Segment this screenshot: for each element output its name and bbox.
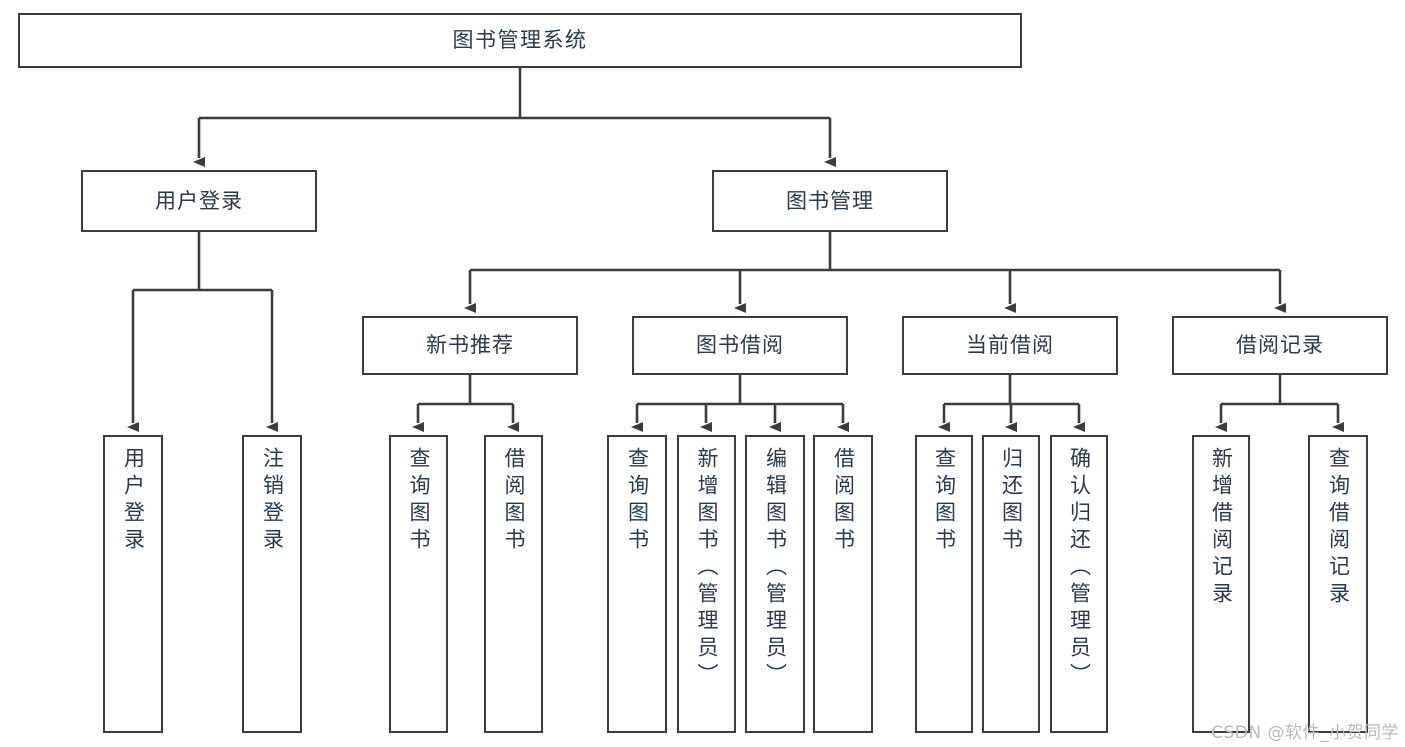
node-book-management[interactable]: 图书管理 — [712, 170, 948, 232]
node-label: 借阅记录 — [1236, 333, 1324, 358]
node-label: 查询借阅记录 — [1326, 447, 1351, 609]
node-borrow-record[interactable]: 借阅记录 — [1172, 316, 1388, 375]
leaf-user-login-signout[interactable]: 注销登录 — [242, 435, 302, 733]
node-label: 查询图书 — [625, 447, 650, 555]
node-label: 归还图书 — [999, 447, 1024, 555]
node-label: 查询图书 — [932, 447, 957, 555]
node-label: 借阅图书 — [502, 447, 526, 555]
leaf-borrow-query-book[interactable]: 查询图书 — [607, 435, 667, 733]
node-book-borrow[interactable]: 图书借阅 — [632, 316, 848, 375]
leaf-record-add-record[interactable]: 新增借阅记录 — [1192, 435, 1250, 733]
node-label: 图书管理系统 — [452, 28, 588, 53]
node-label: 用户登录 — [121, 447, 146, 555]
leaf-borrow-add-book-admin[interactable]: 新增图书（管理员） — [677, 435, 736, 733]
node-label: 编辑图书（管理员） — [763, 447, 788, 690]
leaf-borrow-borrow-book[interactable]: 借阅图书 — [813, 435, 873, 733]
node-current-borrow[interactable]: 当前借阅 — [902, 316, 1118, 375]
node-label: 新增借阅记录 — [1209, 447, 1234, 609]
node-label: 注销登录 — [260, 447, 285, 555]
leaf-user-login-signin[interactable]: 用户登录 — [103, 435, 163, 733]
node-user-login[interactable]: 用户登录 — [81, 170, 317, 232]
leaf-current-confirm-return-admin[interactable]: 确认归还（管理员） — [1050, 435, 1108, 733]
leaf-recommend-query-book[interactable]: 查询图书 — [389, 435, 448, 733]
node-root-book-management-system[interactable]: 图书管理系统 — [18, 13, 1022, 68]
node-new-book-recommend[interactable]: 新书推荐 — [362, 316, 578, 375]
leaf-current-return-book[interactable]: 归还图书 — [982, 435, 1040, 733]
node-label: 用户登录 — [155, 188, 243, 213]
csdn-watermark: CSDN @软件_小贺同学 — [1211, 723, 1399, 743]
node-label: 图书管理 — [786, 188, 874, 213]
leaf-recommend-borrow-book[interactable]: 借阅图书 — [484, 435, 543, 733]
node-label: 查询图书 — [407, 447, 431, 555]
leaf-borrow-edit-book-admin[interactable]: 编辑图书（管理员） — [745, 435, 805, 733]
node-label: 图书借阅 — [696, 333, 784, 358]
node-label: 确认归还（管理员） — [1067, 447, 1092, 690]
node-label: 借阅图书 — [831, 447, 856, 555]
node-label: 当前借阅 — [966, 333, 1054, 358]
node-label: 新增图书（管理员） — [695, 447, 719, 690]
leaf-record-query-record[interactable]: 查询借阅记录 — [1308, 435, 1368, 733]
node-label: 新书推荐 — [426, 333, 514, 358]
leaf-current-query-book[interactable]: 查询图书 — [915, 435, 973, 733]
